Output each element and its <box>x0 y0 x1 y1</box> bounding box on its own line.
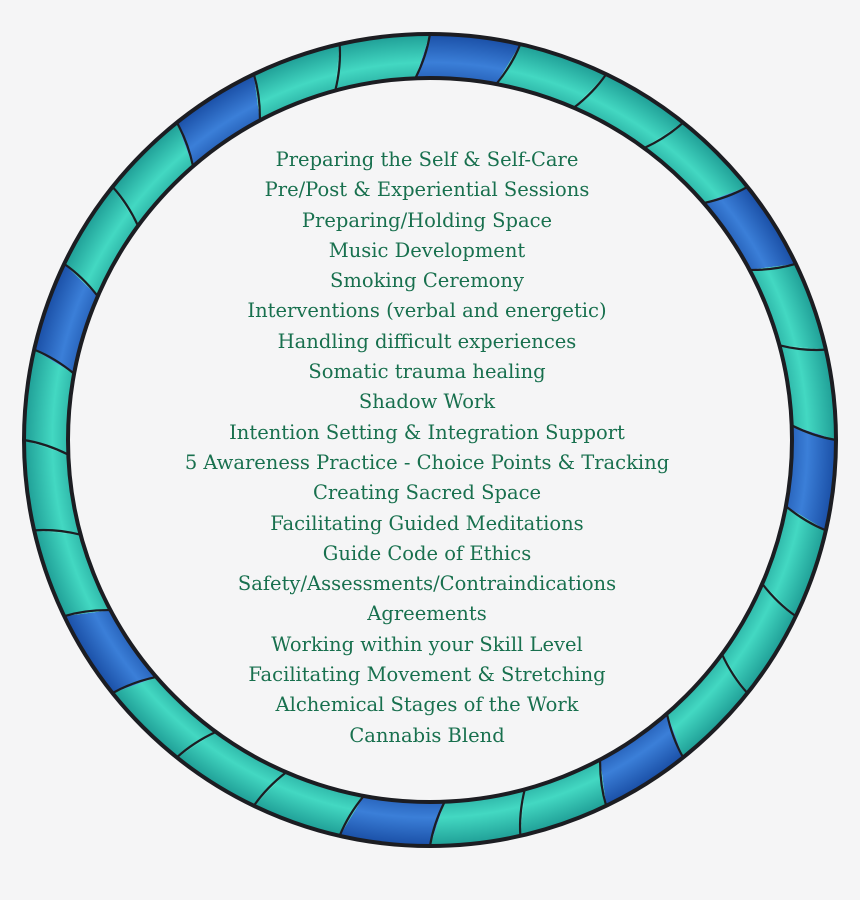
ring-segment-teal <box>762 506 826 617</box>
ring-segment-blue <box>339 795 445 846</box>
topic-item: Preparing the Self & Self-Care <box>275 148 579 171</box>
ring-segment-divider <box>175 122 195 167</box>
curriculum-topic-list: Preparing the Self & Self-Care Pre/Post … <box>130 145 724 751</box>
topic-item: Facilitating Movement & Stretching <box>248 663 606 687</box>
ring-segment-divider <box>23 438 69 456</box>
ring-segment-teal <box>253 772 364 836</box>
ring-segment-divider <box>643 121 684 150</box>
topic-item: Safety/Assessments/Contraindications <box>237 572 617 596</box>
ring-segment-divider <box>111 186 140 227</box>
topic-item: Creating Sacred Space <box>312 481 542 505</box>
ring-segment-teal <box>520 759 607 836</box>
ring-segment-teal <box>573 74 684 149</box>
topic-item: Facilitating Guided Meditations <box>270 511 584 535</box>
ring-segment-divider <box>791 424 837 442</box>
ring-segment-divider <box>761 583 797 618</box>
ring-segment-divider <box>518 789 526 836</box>
ring-segment-teal <box>749 263 826 350</box>
ring-segment-blue <box>34 263 98 374</box>
ring-segment-teal <box>644 122 748 204</box>
ring-segment-teal <box>24 349 75 455</box>
topic-item: Smoking Ceremony <box>329 269 524 293</box>
topic-item: Working within your Skill Level <box>271 632 583 656</box>
topic-item: Alchemical Stages of the Work <box>275 693 579 717</box>
topic-item: Intention Setting & Integration Support <box>229 420 625 444</box>
ring-segment-divider <box>252 73 261 121</box>
ring-segment-divider <box>334 44 342 91</box>
ring-segment-blue <box>415 34 521 85</box>
ring-outer-border <box>22 32 838 848</box>
ring-segment-divider <box>63 609 111 618</box>
ring-segment-divider <box>779 344 826 352</box>
ring-segment-divider <box>414 33 432 79</box>
ring-segment-divider <box>252 771 287 807</box>
topic-item: Music Development <box>328 238 526 262</box>
ring-segment-divider <box>112 675 157 695</box>
ring-segment-blue <box>64 610 157 694</box>
topic-item: Interventions (verbal and energetic) <box>247 299 607 323</box>
ring-segment-teal <box>335 34 430 91</box>
topic-item: Shadow Work <box>358 390 496 414</box>
topic-item: Handling difficult experiences <box>277 329 577 353</box>
ring-segment-divider <box>749 262 797 271</box>
topic-item: Guide Code of Ethics <box>322 541 532 565</box>
ring-segment-divider <box>428 801 446 847</box>
ring-segment-divider <box>34 528 81 536</box>
ring-segment-divider <box>785 505 827 532</box>
ring-segment-divider <box>338 795 365 837</box>
ring-segment-teal <box>34 530 111 617</box>
ring-segment-divider <box>495 43 522 85</box>
ring-segment-divider <box>703 185 748 205</box>
ring-segment-teal <box>430 789 525 846</box>
ring-segment-teal <box>666 654 748 758</box>
ring-segment-teal <box>721 583 796 694</box>
ring-segment-teal <box>24 440 81 535</box>
ring-segment-blue <box>600 713 684 806</box>
ring-inner-border <box>66 76 794 804</box>
topic-item: 5 Awareness Practice - Choice Points & T… <box>184 450 670 474</box>
ring-segment-divider <box>63 262 99 297</box>
ring-segment-teal <box>496 44 607 108</box>
ring-segment-divider <box>599 759 608 807</box>
ring-segment-teal <box>253 44 340 121</box>
topic-item: Agreements <box>367 602 487 626</box>
ring-segment-divider <box>176 730 217 759</box>
ring-segment-blue <box>703 186 796 270</box>
ring-segment-divider <box>665 713 685 758</box>
ring-segment-blue <box>176 74 260 167</box>
topic-item: Preparing/Holding Space <box>301 208 553 232</box>
topic-item: Cannabis Blend <box>349 723 505 747</box>
ring-segment-teal <box>779 345 836 440</box>
ring-segment-divider <box>573 73 608 109</box>
ring-segment-teal <box>176 731 287 806</box>
ring-segment-teal <box>64 186 139 297</box>
ring-segment-teal <box>112 122 194 226</box>
ring-segment-divider <box>33 348 75 375</box>
ring-segment-teal <box>112 676 216 758</box>
ring-segment-blue <box>785 425 836 531</box>
topic-item: Somatic trauma healing <box>308 360 546 384</box>
ring-segment-divider <box>720 653 749 694</box>
topic-item: Pre/Post & Experiential Sessions <box>264 178 590 202</box>
